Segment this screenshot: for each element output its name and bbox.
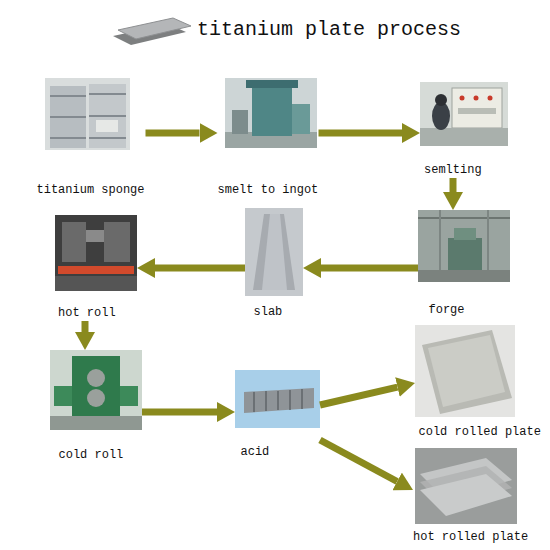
- cold-roll-photo: [50, 350, 142, 430]
- step-label: titanium sponge: [37, 183, 146, 198]
- hot-plate-photo: [415, 448, 517, 524]
- flow-arrow: [320, 387, 397, 405]
- process-step: semlting: [420, 82, 508, 178]
- process-step: titanium sponge: [37, 78, 146, 198]
- acid-photo: [235, 370, 320, 428]
- flow-arrow: [321, 265, 418, 272]
- flow-arrow: [320, 440, 397, 481]
- step-label: smelt to ingot: [218, 183, 319, 198]
- flow-arrow: [319, 130, 403, 137]
- step-label: cold roll: [59, 448, 124, 463]
- step-label: hot rolled plate: [413, 530, 529, 545]
- cold-plate-photo: [415, 325, 515, 417]
- step-label: semlting: [424, 163, 482, 178]
- smelt-photo: [225, 78, 317, 148]
- process-step: slab: [245, 208, 303, 320]
- process-step: hot roll: [55, 215, 137, 321]
- flow-arrow: [450, 178, 457, 192]
- step-label: slab: [254, 305, 283, 320]
- process-step: acid: [235, 370, 320, 460]
- flow-arrow: [142, 409, 217, 416]
- diagram-title: titanium plate process: [197, 18, 461, 42]
- flow-arrow: [155, 265, 245, 272]
- process-step: forge: [418, 210, 510, 318]
- forge-photo: [418, 210, 510, 282]
- sponge-photo: [45, 78, 130, 150]
- process-step: cold rolled plate: [415, 325, 542, 440]
- melting-photo: [420, 82, 508, 146]
- flow-arrow: [146, 130, 200, 137]
- process-step: cold roll: [50, 350, 142, 463]
- flow-arrow: [82, 321, 89, 332]
- step-label: cold rolled plate: [419, 425, 542, 440]
- process-step: smelt to ingot: [218, 78, 319, 198]
- hot-roll-photo: [55, 215, 137, 291]
- step-label: hot roll: [58, 306, 116, 321]
- slab-photo: [245, 208, 303, 296]
- step-label: acid: [241, 445, 270, 460]
- plate-icon: [113, 18, 191, 45]
- step-label: forge: [429, 303, 466, 318]
- process-step: hot rolled plate: [413, 448, 529, 545]
